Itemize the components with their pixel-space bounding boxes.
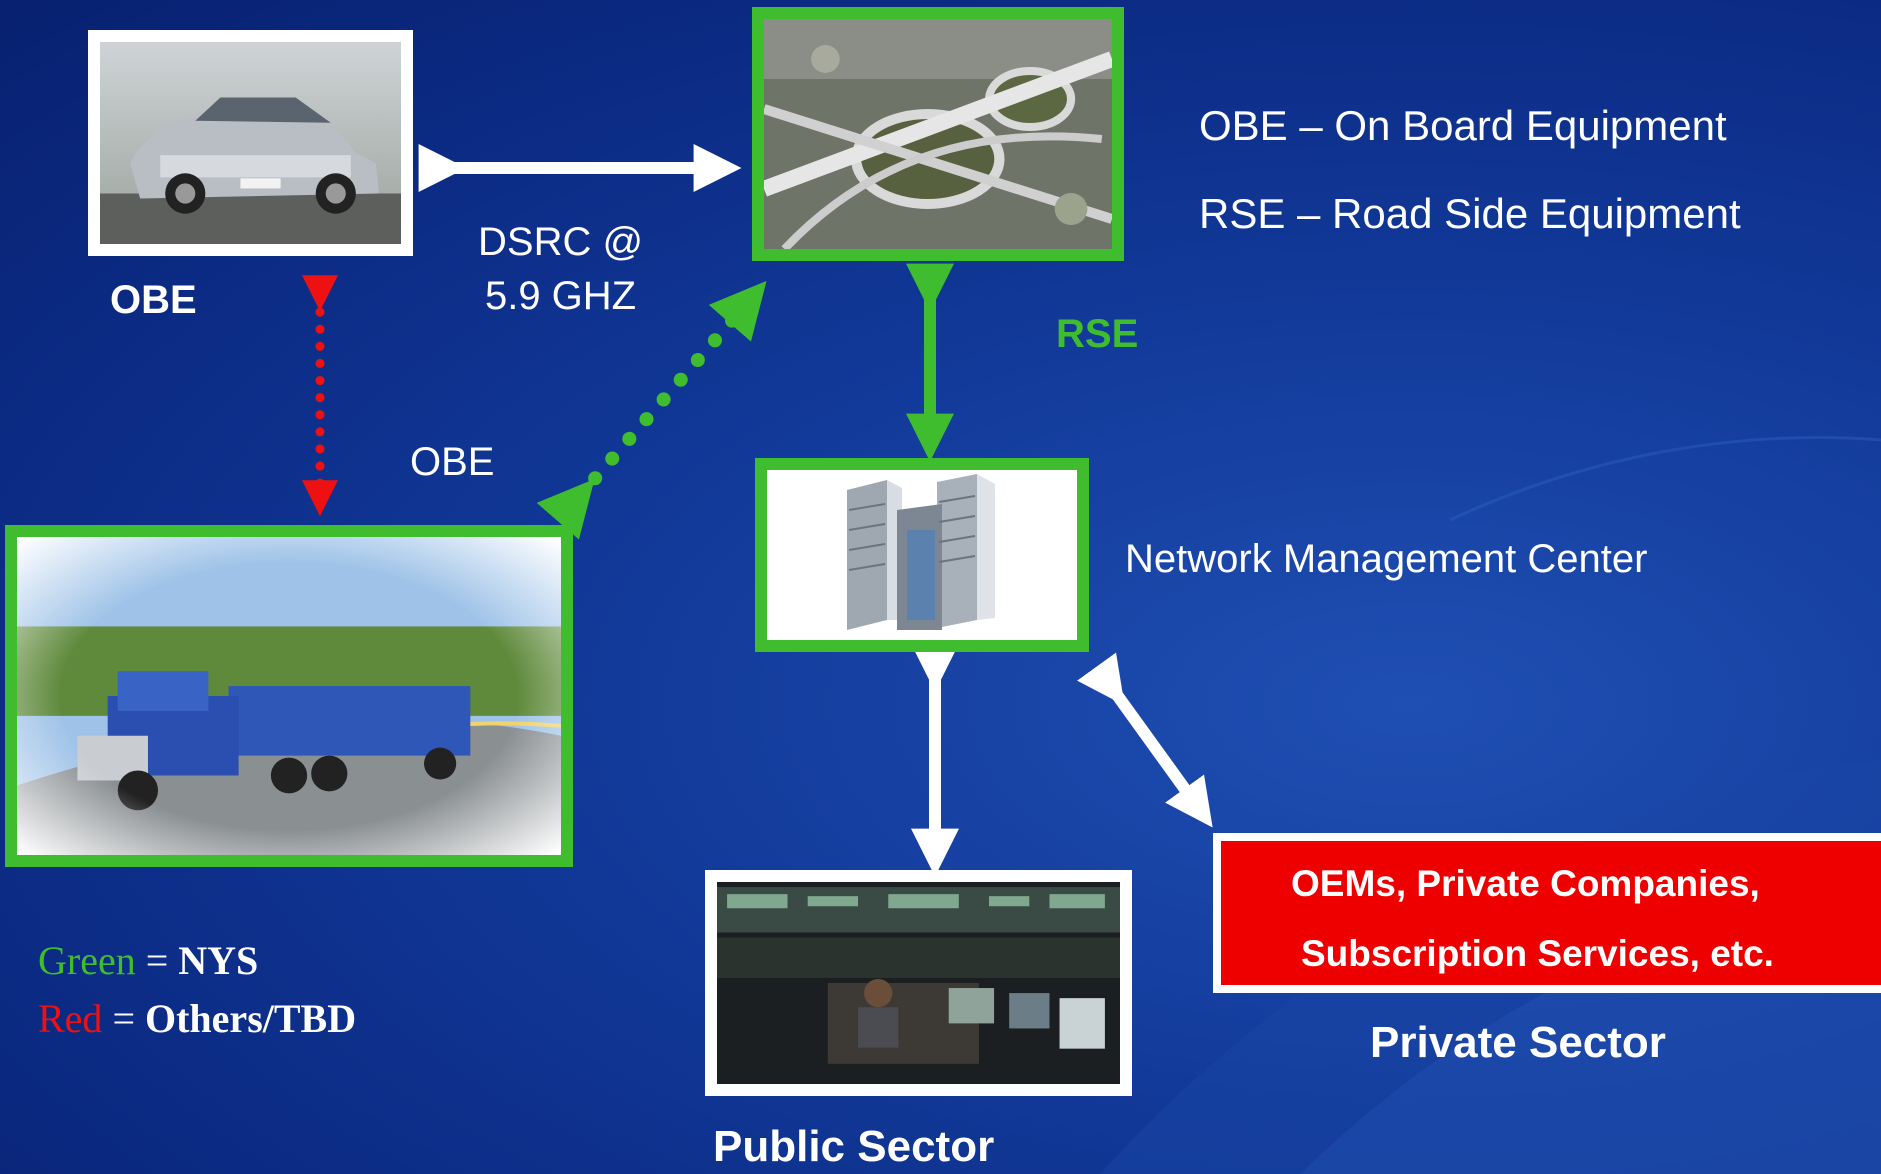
truck-photo (5, 525, 573, 867)
control-room-icon (717, 882, 1120, 1084)
private-sector-label: Private Sector (1370, 1018, 1666, 1067)
private-sector-box: OEMs, Private Companies, Subscription Se… (1213, 833, 1881, 993)
nmc-private-link (1077, 652, 1213, 828)
highway-photo (752, 7, 1124, 261)
dsrc-line-1: DSRC @ (478, 220, 644, 264)
highway-interchange-icon (764, 19, 1112, 249)
obe-truck-label: OBE (410, 440, 495, 484)
truck-icon (17, 537, 561, 855)
control-room-photo (705, 870, 1132, 1096)
nmc-label: Network Management Center (1125, 537, 1648, 581)
legend-green-row: Green = NYS (38, 932, 356, 990)
rse-label: RSE (1056, 312, 1139, 356)
private-box-line-1: OEMs, Private Companies, (1291, 863, 1760, 904)
public-sector-label: Public Sector (713, 1122, 995, 1171)
definition-obe: OBE – On Board Equipment (1199, 102, 1727, 149)
definition-rse: RSE – Road Side Equipment (1199, 190, 1741, 237)
legend-red-value: Others/TBD (145, 996, 357, 1041)
dsrc-label: DSRC @ 5.9 GHZ (478, 215, 643, 323)
nmc-photo (755, 458, 1089, 652)
car-photo (88, 30, 413, 256)
legend-red-row: Red = Others/TBD (38, 990, 356, 1048)
private-box-line-2: Subscription Services, etc. (1301, 933, 1774, 974)
legend-red-word: Red (38, 996, 103, 1041)
legend: Green = NYS Red = Others/TBD (38, 932, 356, 1048)
legend-green-word: Green (38, 938, 136, 983)
legend-red-sep: = (102, 996, 145, 1041)
legend-green-value: NYS (178, 938, 259, 983)
car-icon (100, 42, 401, 244)
dsrc-line-2: 5.9 GHZ (484, 274, 637, 318)
server-tower-icon (767, 470, 1077, 640)
legend-green-sep: = (135, 938, 179, 983)
truck-rse-link (536, 280, 767, 540)
obe-car-label: OBE (110, 278, 197, 322)
